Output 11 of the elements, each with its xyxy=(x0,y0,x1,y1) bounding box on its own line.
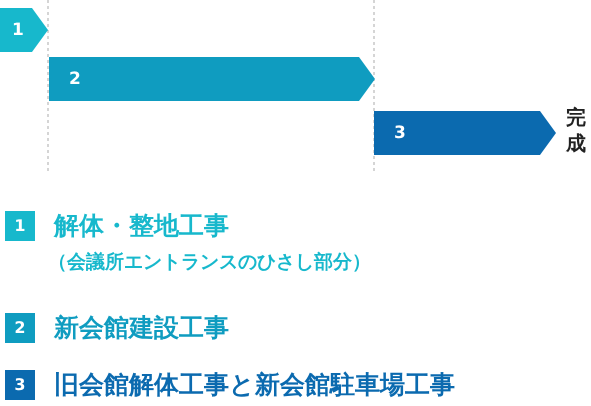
phase-note: （会議所エントランスのひさし部分） xyxy=(48,250,371,275)
phase-arrow-bar: 3 xyxy=(374,111,556,155)
number-badge: 3 xyxy=(5,370,35,400)
number-badge: 1 xyxy=(5,211,35,241)
phase-description: 解体・整地工事 xyxy=(54,210,229,242)
phase-arrow-bar: 1 xyxy=(0,8,48,52)
completion-label: 完成 xyxy=(566,104,587,156)
phase-description: 新会館建設工事 xyxy=(54,312,229,344)
phase-description: 旧会館解体工事と新会館駐車場工事 xyxy=(54,369,455,401)
number-badge: 2 xyxy=(5,313,35,343)
phase-arrow-bar: 2 xyxy=(49,57,375,101)
